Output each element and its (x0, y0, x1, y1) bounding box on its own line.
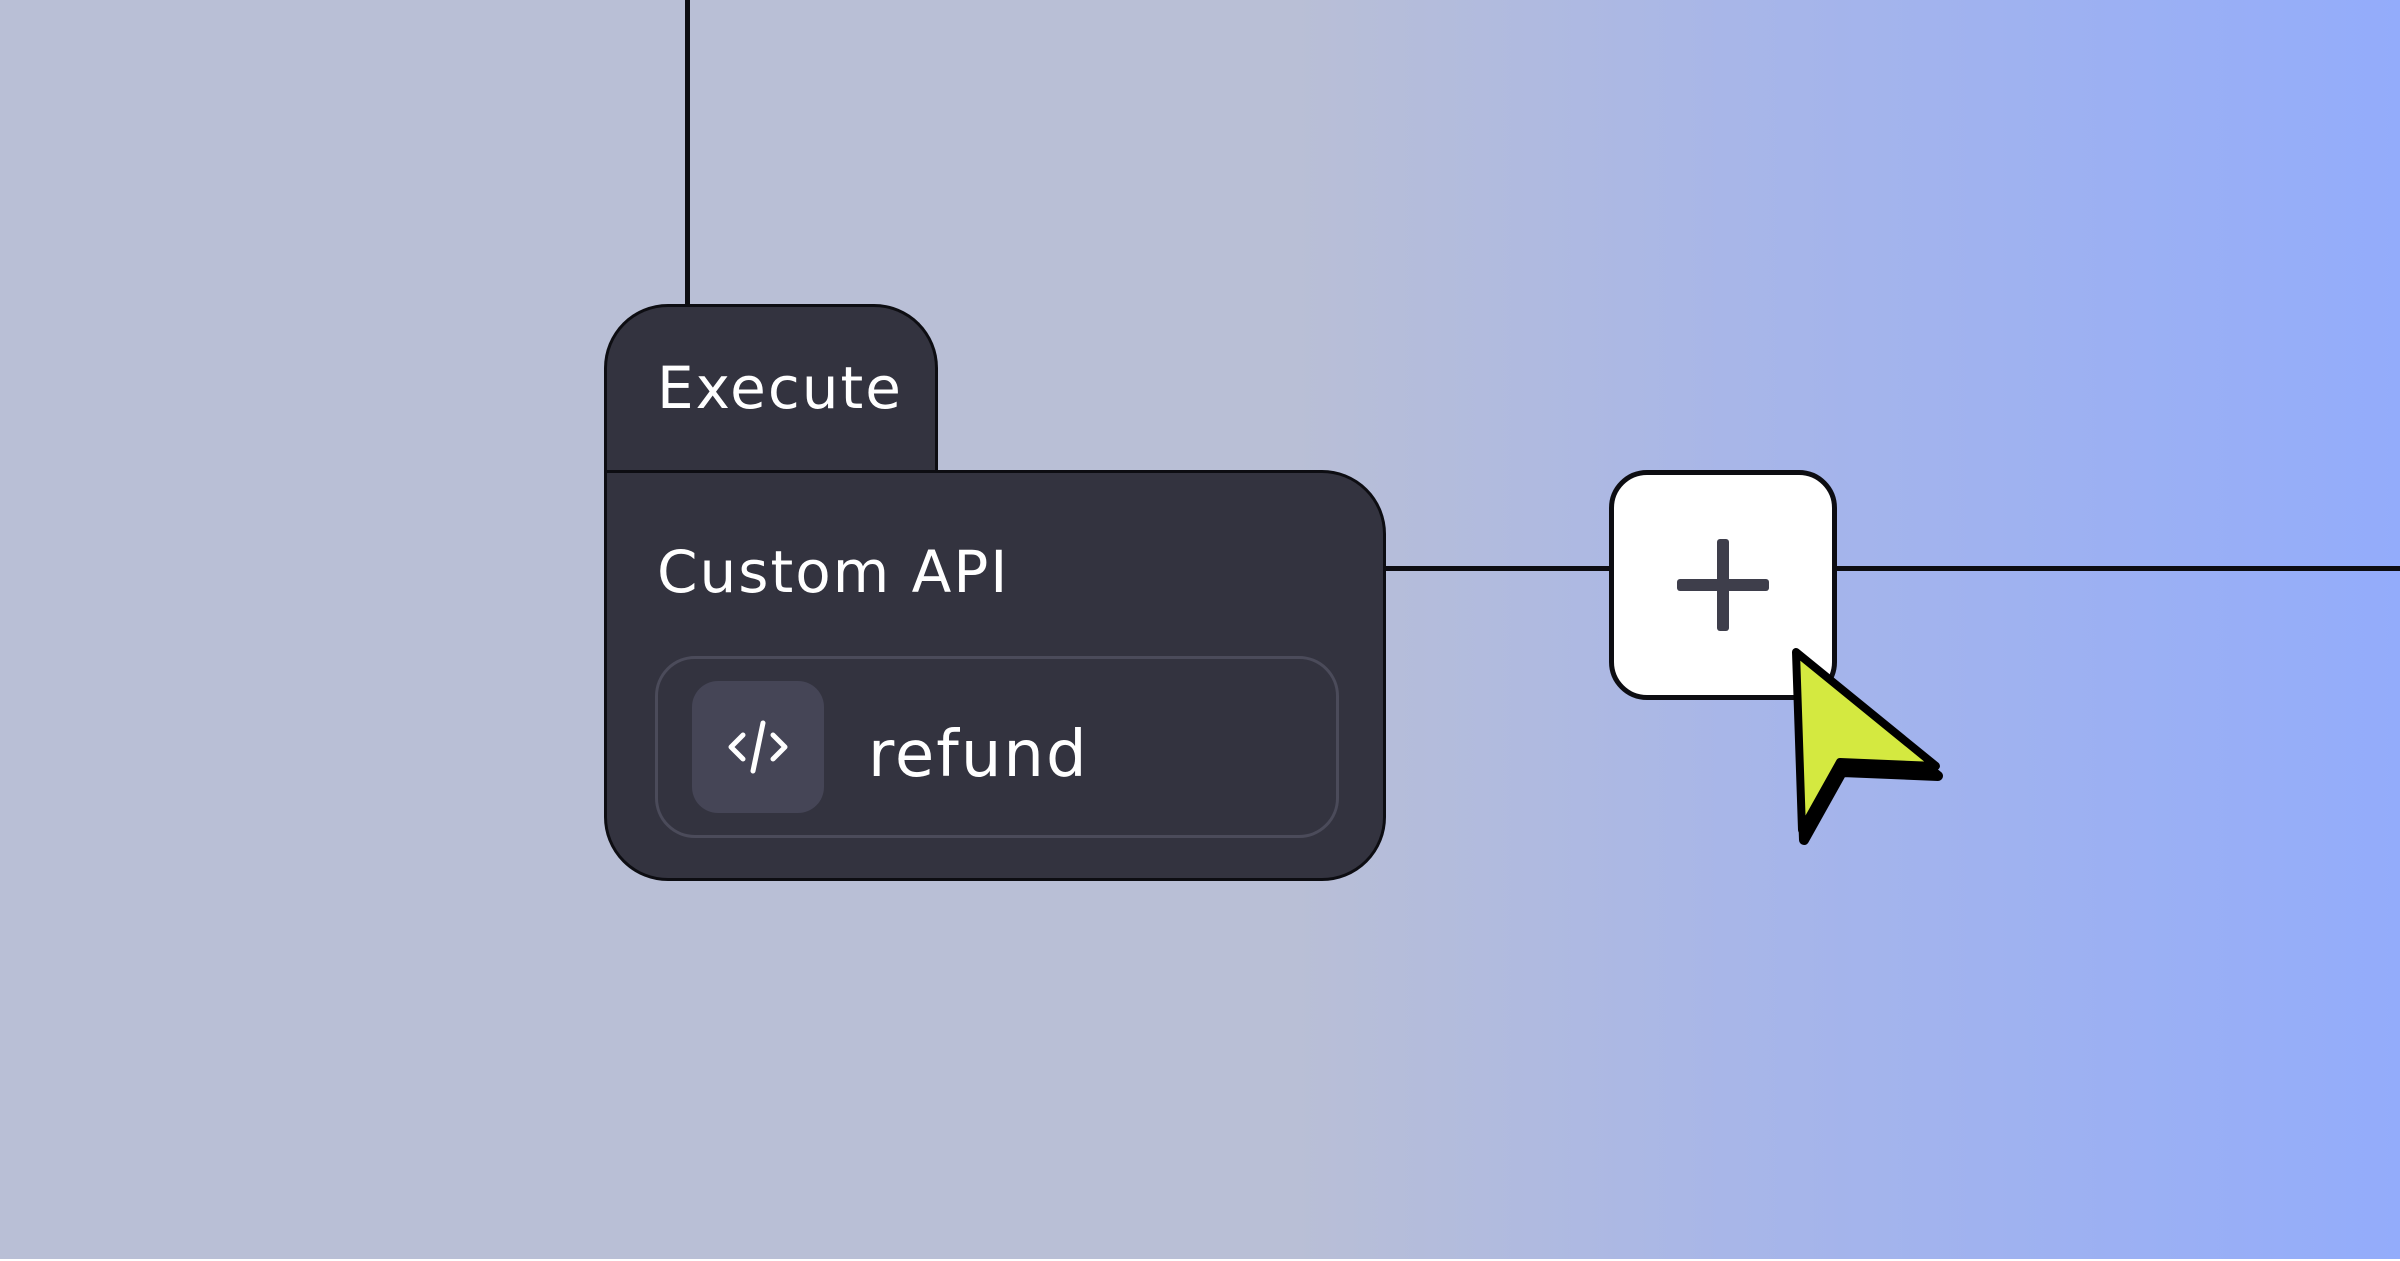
mouse-pointer-icon (1792, 648, 1943, 845)
node-category-tab: Execute (604, 304, 938, 474)
node-title: Custom API (657, 538, 1010, 606)
bottom-edge (0, 1259, 2400, 1261)
endpoint-label: refund (868, 718, 1089, 792)
endpoint-item[interactable]: refund (655, 656, 1339, 838)
connector-line-to-add (1384, 566, 1612, 571)
connector-line-right (1836, 566, 2400, 571)
workflow-node-card[interactable]: Custom API refund (604, 470, 1386, 881)
plus-icon (1677, 539, 1769, 631)
connector-line-top (685, 0, 690, 308)
code-icon (692, 681, 824, 813)
node-category-label: Execute (657, 354, 903, 422)
add-step-button[interactable] (1609, 470, 1837, 700)
